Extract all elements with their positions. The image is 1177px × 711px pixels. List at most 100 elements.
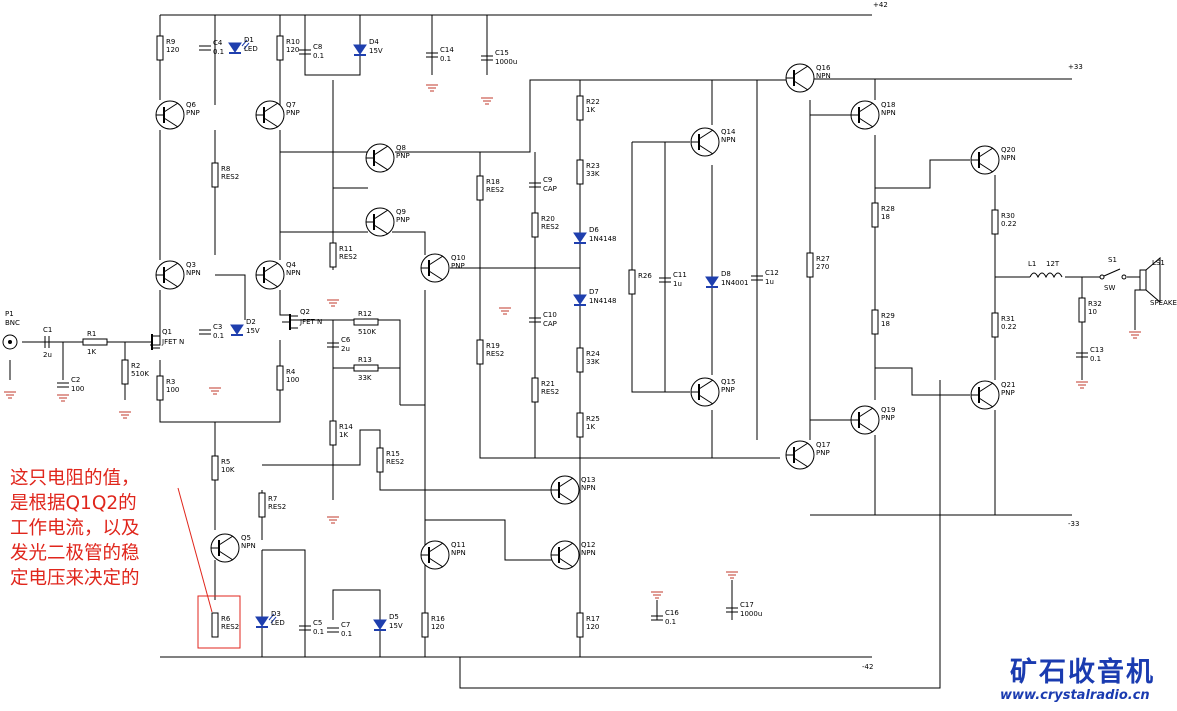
component-r20: [531, 212, 539, 238]
ref-label-c11: C11: [673, 271, 687, 279]
component-c10: [529, 317, 541, 323]
component-r16: [421, 612, 429, 638]
value-label-r27: 270: [816, 263, 829, 271]
ref-label-r12: R12: [358, 310, 372, 318]
ref-label-r19: R19: [486, 342, 500, 350]
value-label-d1: LED: [244, 45, 258, 53]
component-q12: [550, 540, 580, 570]
ref-label-q6: Q6: [186, 101, 197, 109]
value-label-q1: JFET N: [161, 338, 184, 346]
ref-label-r23: R23: [586, 162, 600, 170]
component-c16: [651, 615, 663, 621]
value-label-q7: PNP: [286, 109, 300, 117]
value-label-d6: 1N4148: [589, 235, 617, 243]
ref-label-r21: R21: [541, 380, 555, 388]
ref-label-r25: R25: [586, 415, 600, 423]
component-d2: [230, 324, 244, 336]
value-label-r2: 510K: [131, 370, 149, 378]
value-label-c8: 0.1: [313, 52, 324, 60]
component-q4: [255, 260, 285, 290]
ground-icon: [327, 299, 339, 307]
component-c1: [44, 336, 50, 348]
ref-label-r4: R4: [286, 368, 296, 376]
ref-label-d5: D5: [389, 613, 399, 621]
ref-label-c12: C12: [765, 269, 779, 277]
component-d4: [353, 44, 367, 56]
ground-icon: [327, 516, 339, 524]
component-d6: [573, 232, 587, 244]
ground-icon: [1129, 331, 1141, 339]
component-r21: [531, 377, 539, 403]
ground-icon: [209, 387, 221, 395]
ref-label-c9: C9: [543, 176, 552, 184]
ground-icon: [426, 84, 438, 92]
ref-label-r3: R3: [166, 378, 175, 386]
ref-label-d2: D2: [246, 318, 256, 326]
value-label-r5: 10K: [221, 466, 235, 474]
component-r11: [329, 242, 337, 268]
ref-label-q5: Q5: [241, 534, 251, 542]
component-r22: [576, 95, 584, 121]
component-q11: [420, 540, 450, 570]
component-c15: [481, 55, 493, 61]
ref-label-c17: C17: [740, 601, 754, 609]
ref-label-r22: R22: [586, 98, 600, 106]
rail-label-minus42: -42: [862, 663, 874, 671]
component-q19: [850, 405, 880, 435]
value-label-r9: 120: [166, 46, 179, 54]
ref-label-q14: Q14: [721, 128, 736, 136]
ground-symbols: [4, 84, 1141, 599]
component-c13: [1076, 352, 1088, 358]
ref-label-q10: Q10: [451, 254, 465, 262]
component-q10: [420, 253, 450, 283]
value-label-r6: RES2: [221, 623, 239, 631]
component-d1: [228, 39, 250, 54]
input-bnc-connector: [2, 334, 18, 350]
value-label-q19: PNP: [881, 414, 895, 422]
component-q21: [970, 380, 1000, 410]
value-label-q14: NPN: [721, 136, 736, 144]
rail-label-plus33: +33: [1068, 63, 1083, 71]
ref-label-d7: D7: [589, 288, 599, 296]
ref-label-r1: R1: [87, 330, 96, 338]
ref-label-r7: R7: [268, 495, 277, 503]
ref-label-r2: R2: [131, 362, 140, 370]
ref-label-q21: Q21: [1001, 381, 1015, 389]
ref-label-q16: Q16: [816, 64, 831, 72]
value-label-q13: NPN: [581, 484, 596, 492]
rail-label-plus42: +42: [873, 1, 888, 9]
ground-icon: [4, 391, 16, 399]
value-label-c13: 0.1: [1090, 355, 1101, 363]
component-r29: [871, 309, 879, 335]
ref-label-r20: R20: [541, 215, 555, 223]
value-label-q16: NPN: [816, 72, 831, 80]
component-q17: [785, 440, 815, 470]
switch-ref-label: S1: [1108, 256, 1117, 264]
component-q2: [282, 314, 298, 330]
value-label-d4: 15V: [369, 47, 383, 55]
value-label-r11: RES2: [339, 253, 357, 261]
component-c4: [199, 45, 211, 51]
ground-icon: [119, 411, 131, 419]
component-d8: [705, 276, 719, 288]
ref-label-q15: Q15: [721, 378, 735, 386]
ref-label-r8: R8: [221, 165, 230, 173]
value-label-q6: PNP: [186, 109, 200, 117]
value-label-q9: PNP: [396, 216, 410, 224]
value-label-r31: 0.22: [1001, 323, 1017, 331]
ground-icon: [57, 394, 69, 402]
value-label-c10: CAP: [543, 320, 557, 328]
inductor-ref-label: L1: [1028, 260, 1036, 268]
value-label-d2: 15V: [246, 327, 260, 335]
callout-box: [177, 487, 241, 649]
ref-label-r24: R24: [586, 350, 600, 358]
ref-label-d1: D1: [244, 36, 254, 44]
value-label-c1: 2u: [43, 351, 52, 359]
component-q20: [970, 145, 1000, 175]
ref-label-c1: C1: [43, 326, 52, 334]
ref-label-c3: C3: [213, 323, 222, 331]
ref-label-q4: Q4: [286, 261, 297, 269]
value-label-c16: 0.1: [665, 618, 676, 626]
component-r24: [576, 347, 584, 373]
